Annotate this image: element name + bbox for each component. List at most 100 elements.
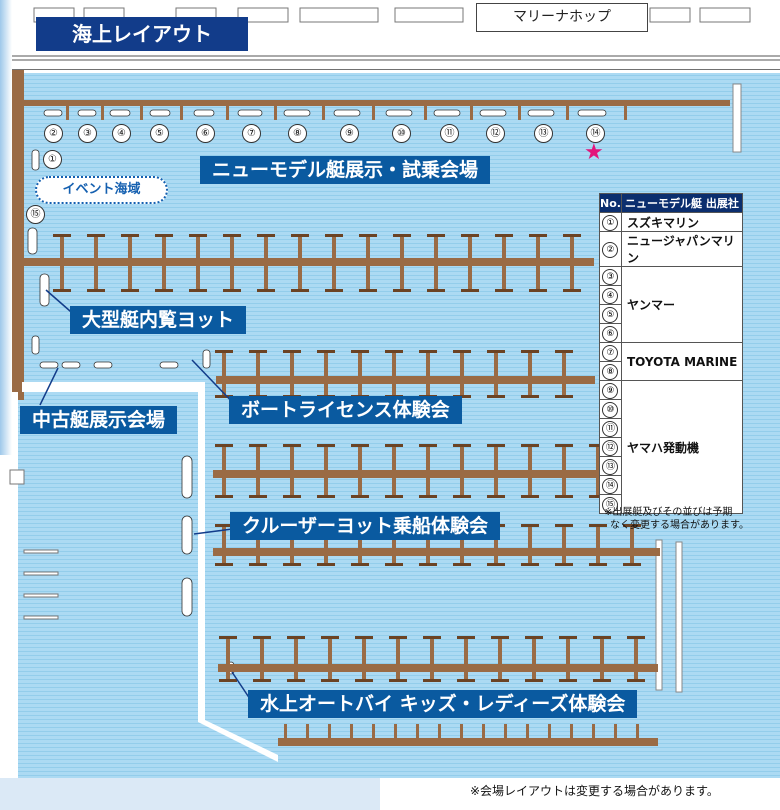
exhibitor-name: スズキマリン (620, 212, 744, 232)
event-area-label: イベント海域 (35, 176, 168, 204)
pier-finger (385, 495, 403, 498)
pier-finger (324, 350, 328, 398)
exhibit-number: ⑨ (602, 382, 619, 399)
pier-finger (351, 495, 369, 498)
pier-finger (155, 234, 173, 237)
pier-finger (491, 679, 509, 682)
pier-finger (385, 444, 403, 447)
pier-finger (283, 563, 301, 566)
pier-finger (215, 444, 233, 447)
pier-finger (394, 724, 397, 740)
pier-finger (570, 724, 573, 740)
pier-finger (562, 444, 566, 498)
pier-finger (589, 444, 607, 447)
pier-finger (525, 679, 543, 682)
pier-finger (487, 563, 505, 566)
pier-finger (491, 636, 509, 639)
pier-finger (460, 524, 464, 566)
pier-finger (563, 289, 581, 292)
pier-finger (284, 724, 287, 740)
pier-finger (332, 234, 336, 292)
table-cell-no: ③ (599, 266, 622, 286)
pier-finger (563, 234, 581, 237)
pier-finger (426, 444, 430, 498)
pier-finger (521, 444, 539, 447)
label-pwc: 水上オートバイ キッズ・レディーズ体験会 (248, 690, 638, 718)
pier-finger (457, 636, 475, 639)
pier-finger (419, 563, 437, 566)
table-row: ⑩ (599, 399, 743, 419)
pier-finger (596, 524, 600, 566)
pier-finger (290, 444, 294, 498)
pier-finger (393, 234, 411, 237)
pier-finger (306, 724, 309, 740)
slip-number: ④ (112, 124, 131, 143)
pier-finger (494, 444, 498, 498)
exhibit-number: ⑬ (602, 458, 619, 475)
pier-finger (498, 636, 502, 682)
pier-finger (526, 724, 529, 740)
exhibit-number: ⑥ (602, 325, 619, 342)
pier-finger (189, 289, 207, 292)
pier-finger (94, 234, 98, 292)
pier-finger (358, 524, 362, 566)
pier-finger (600, 636, 604, 682)
pier-finger (555, 524, 573, 527)
pier-finger (372, 724, 375, 740)
pier-finger (196, 234, 200, 292)
pier-finger (249, 495, 267, 498)
pier-finger (283, 495, 301, 498)
pier-finger (290, 350, 294, 398)
pier-finger (366, 234, 370, 292)
pier-finger (461, 234, 479, 237)
pier-finger (317, 444, 335, 447)
pier-finger (53, 289, 71, 292)
pier-finger (495, 234, 513, 237)
exhibit-number: ⑮ (602, 496, 619, 513)
pier-finger (121, 234, 139, 237)
pier-finger (566, 636, 570, 682)
table-note: なく変更する場合があります。 (610, 520, 749, 531)
table-cell-no: ⑪ (599, 418, 622, 438)
slip-number: ⑬ (534, 124, 553, 143)
pier-finger (430, 636, 434, 682)
label-boat-license: ボートライセンス体験会 (229, 396, 462, 424)
slip-number: ③ (78, 124, 97, 143)
pier-finger (317, 495, 335, 498)
table-header-no: No. (599, 193, 622, 213)
pier-finger (253, 636, 271, 639)
pier-finger (351, 444, 369, 447)
pier-finger (317, 563, 335, 566)
table-row: ⑪ (599, 418, 743, 438)
pier-finger (215, 563, 233, 566)
slip-number: ⑦ (242, 124, 261, 143)
pier-finger (321, 679, 339, 682)
pier-finger (426, 350, 430, 398)
pier-finger (290, 524, 294, 566)
pier-finger (358, 350, 362, 398)
slip-number: ⑫ (486, 124, 505, 143)
slip-number: ⑩ (392, 124, 411, 143)
pier-finger (385, 563, 403, 566)
pier-finger (525, 636, 543, 639)
pier-finger (189, 234, 207, 237)
pier-finger (555, 563, 573, 566)
label-cruiser-yacht: クルーザーヨット乗船体験会 (230, 512, 501, 540)
pier-finger (324, 444, 328, 498)
pier-finger (427, 289, 445, 292)
slip-number: ⑪ (440, 124, 459, 143)
pier-finger (559, 636, 577, 639)
pier-finger (453, 444, 471, 447)
pier-finger (222, 524, 226, 566)
slip-number: ⑨ (340, 124, 359, 143)
pier-finger (355, 679, 373, 682)
pier-finger (359, 289, 377, 292)
pier-finger (529, 289, 547, 292)
pier-finger (389, 679, 407, 682)
pier-finger (596, 444, 600, 498)
pier-finger (487, 350, 505, 353)
slip-number: ② (44, 124, 63, 143)
table-cell-no: ⑧ (599, 361, 622, 381)
footer-note: ※会場レイアウトは変更する場合があります。 (470, 784, 719, 798)
